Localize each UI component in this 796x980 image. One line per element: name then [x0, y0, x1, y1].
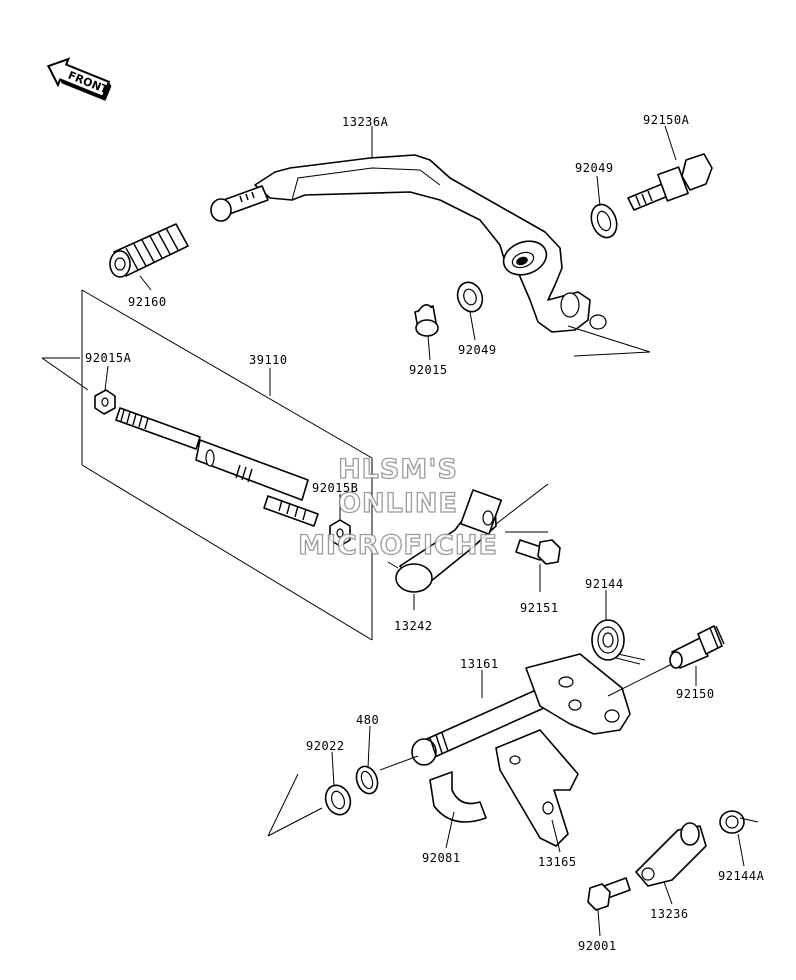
circlip-480: [355, 765, 379, 795]
nut-92015A: [94, 389, 116, 415]
label-13236: 13236: [650, 907, 689, 921]
label-13165: 13165: [538, 855, 577, 869]
label-92015A: 92015A: [85, 351, 132, 365]
watermark-line-1: HLSM'S: [338, 454, 458, 485]
label-13236A: 13236A: [342, 115, 389, 129]
guide-92081: [429, 771, 487, 823]
spring-92144A: [719, 810, 759, 834]
label-92015: 92015: [409, 363, 448, 377]
label-92150A: 92150A: [643, 113, 690, 127]
label-92022: 92022: [306, 739, 345, 753]
washer-92022: [324, 784, 352, 816]
label-39110: 39110: [249, 353, 288, 367]
plate-13165: [495, 729, 579, 847]
shift-pedal-13236A: [210, 154, 607, 333]
watermark-line-3: MICROFICHE: [298, 530, 498, 561]
washer-92049-bottom: [456, 281, 484, 313]
front-arrow-icon: FRONT: [46, 57, 112, 101]
label-92150: 92150: [676, 687, 715, 701]
label-92144A: 92144A: [718, 869, 765, 883]
label-92049-bottom: 92049: [458, 343, 497, 357]
label-13242: 13242: [394, 619, 433, 633]
leader-lines: [41, 125, 745, 937]
watermark: HLSM'S ONLINE MICROFICHE: [297, 453, 498, 561]
spring-92144: [591, 619, 646, 665]
bolt-92151: [515, 539, 561, 565]
footpeg-rubber-92160: [109, 223, 189, 278]
bolt-92150A: [627, 153, 713, 211]
cap-nut-92015: [414, 304, 439, 337]
label-92151: 92151: [520, 601, 559, 615]
label-92049-top: 92049: [575, 161, 614, 175]
tie-rod-39110: [115, 407, 319, 527]
bolt-92150: [669, 625, 725, 669]
watermark-line-2: ONLINE: [338, 488, 458, 519]
label-92015B: 92015B: [312, 481, 358, 495]
shift-shaft-13161: [411, 653, 631, 766]
label-92160: 92160: [128, 295, 167, 309]
label-92001: 92001: [578, 939, 617, 953]
rod-end-13242: [387, 489, 503, 593]
label-92081: 92081: [422, 851, 461, 865]
label-480: 480: [356, 713, 379, 727]
label-13161: 13161: [460, 657, 499, 671]
bolt-92001: [587, 877, 631, 911]
label-92144: 92144: [585, 577, 624, 591]
part-labels: 13236A 92150A 92049 92160 92049 92015 92…: [85, 113, 765, 953]
washer-92049-top: [590, 203, 618, 239]
lever-13236: [635, 822, 707, 887]
